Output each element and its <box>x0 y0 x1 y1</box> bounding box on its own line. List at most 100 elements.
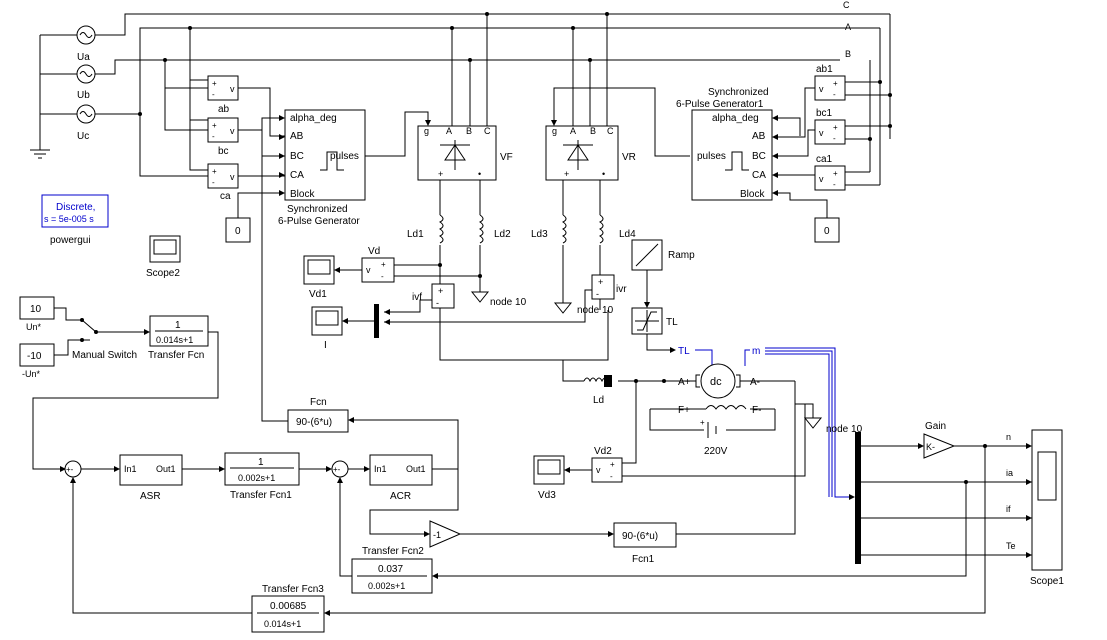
sensor-ivr[interactable]: + - ivr <box>591 274 627 300</box>
transfer-fcn1[interactable]: 1 0.002s+1 Transfer Fcn1 <box>224 452 300 501</box>
inductor-ld4[interactable]: Ld4 <box>599 180 636 275</box>
voltmeter-vd2-label: Vd2 <box>594 446 612 457</box>
block-ramp[interactable]: Ramp <box>631 239 695 271</box>
pulse-generator-right-title1: Synchronized <box>708 87 769 98</box>
out-ia-label: ia <box>1006 468 1013 478</box>
a-plus-label: A+ <box>678 377 691 388</box>
svg-text:Vd3: Vd3 <box>538 490 556 501</box>
voltmeter-bc[interactable]: + - v bc <box>207 117 239 157</box>
voltmeter-bc1[interactable]: v + - bc1 <box>814 108 846 145</box>
gain-block[interactable]: K- Gain <box>923 421 956 459</box>
block-asr[interactable]: In1 Out1 ASR <box>119 454 183 502</box>
svg-text:Block: Block <box>290 189 315 200</box>
source-ub-label: Ub <box>77 90 90 101</box>
node10-b: node 10 <box>553 295 614 316</box>
pulse-generator-left-title2: 6-Pulse Generator <box>278 216 360 227</box>
svg-text:I: I <box>324 340 327 351</box>
scope-scope2[interactable]: Scope2 <box>146 235 181 279</box>
bridge-vr-label: VR <box>622 152 636 163</box>
voltmeter-ab1[interactable]: v + - ab1 <box>814 64 846 101</box>
bridge-vr[interactable]: g A B C + • VR <box>545 125 636 181</box>
svg-text:+-: +- <box>66 465 74 474</box>
sum-current[interactable]: +- <box>331 460 349 478</box>
f-plus-label: F+ <box>678 405 690 416</box>
transfer-fcn2[interactable]: 0.037 0.002s+1 Transfer Fcn2 <box>351 546 433 594</box>
source-uc[interactable]: Uc <box>76 104 96 142</box>
f-minus-label: F- <box>752 405 761 416</box>
mux-i <box>374 304 379 338</box>
svg-text:AB: AB <box>290 131 304 142</box>
svg-text:node 10: node 10 <box>577 305 614 316</box>
svg-text:0.002s+1: 0.002s+1 <box>368 581 405 591</box>
svg-text:-: - <box>610 472 613 481</box>
source-ua[interactable]: Ua <box>76 25 96 63</box>
svg-text:+: + <box>212 121 217 130</box>
svg-text:+: + <box>610 460 615 469</box>
pulse-generator-left[interactable]: alpha_deg AB BC CA Block pulses Synchron… <box>278 109 366 227</box>
voltmeter-ca-label: ca <box>220 191 231 202</box>
field-winding[interactable]: F+ F- <box>650 405 775 416</box>
powergui-block[interactable]: Discrete, s = 5e-005 s powergui <box>41 194 109 246</box>
inductor-ld3[interactable]: Ld3 <box>531 180 567 295</box>
scope-vd3[interactable]: Vd3 <box>533 455 565 501</box>
un-neg-label: -Un* <box>22 369 41 379</box>
block-fcn[interactable]: 90-(6*u) Fcn <box>287 397 349 433</box>
svg-text:dc: dc <box>710 376 722 388</box>
block-asr-label: ASR <box>140 491 161 502</box>
scope-vd1[interactable]: Vd1 <box>303 255 335 300</box>
svg-text:Scope2: Scope2 <box>146 268 180 279</box>
svg-text:B: B <box>466 126 472 136</box>
svg-text:-1: -1 <box>433 530 441 540</box>
sensor-ivf-label: ivf <box>412 292 422 303</box>
dc-motor[interactable]: dc A+ A- <box>678 363 760 399</box>
svg-text:0: 0 <box>235 226 241 237</box>
voltmeter-vd2[interactable]: v + - Vd2 <box>591 446 623 483</box>
svg-text:A: A <box>446 126 452 136</box>
svg-text:In1: In1 <box>124 464 137 474</box>
block-acr[interactable]: In1 Out1 ACR <box>369 454 433 502</box>
const-zero-right[interactable]: 0 <box>814 217 840 243</box>
phase-c-label: C <box>843 0 850 10</box>
source-ub[interactable]: Ub <box>76 64 96 101</box>
svg-text:•: • <box>602 169 605 179</box>
voltmeter-ab[interactable]: + - v ab <box>207 75 239 115</box>
tl-port-label: TL <box>678 346 690 357</box>
sum-speed[interactable]: +- <box>64 460 82 478</box>
inductor-ld1[interactable]: Ld1 <box>407 180 444 265</box>
voltmeter-ca1[interactable]: v + - ca1 <box>814 154 846 191</box>
bridge-vf[interactable]: g A B C + • VF <box>417 125 513 181</box>
svg-text:0.037: 0.037 <box>378 564 403 575</box>
svg-text:+: + <box>833 169 838 178</box>
voltmeter-ab1-label: ab1 <box>816 64 833 75</box>
svg-text:v: v <box>230 84 235 94</box>
inductor-ld2[interactable]: Ld2 <box>479 180 511 280</box>
svg-text:Ld3: Ld3 <box>531 229 548 240</box>
svg-text:A: A <box>570 126 576 136</box>
const-un-pos[interactable]: 10 Un* <box>19 296 55 332</box>
svg-text:Ld2: Ld2 <box>494 229 511 240</box>
transfer-fcn[interactable]: 1 0.014s+1 Transfer Fcn <box>148 315 209 361</box>
svg-text:+-: +- <box>333 465 341 474</box>
svg-text:In1: In1 <box>374 464 387 474</box>
gain-neg1[interactable]: -1 <box>429 520 462 548</box>
pulse-generator-right[interactable]: alpha_deg AB BC CA Block pulses Synchron… <box>676 87 773 201</box>
const-un-neg[interactable]: -10 -Un* <box>19 343 55 379</box>
svg-text:+: + <box>212 79 217 88</box>
block-tl-saturation[interactable]: TL <box>631 307 678 335</box>
svg-text:v: v <box>819 84 824 94</box>
block-fcn1[interactable]: 90-(6*u) Fcn1 <box>613 522 677 565</box>
const-zero-left[interactable]: 0 <box>225 217 251 243</box>
inductor-ld[interactable]: Ld <box>562 360 664 406</box>
transfer-fcn3[interactable]: 0.00685 0.014s+1 Transfer Fcn3 <box>251 584 325 633</box>
svg-text:1: 1 <box>258 457 264 468</box>
voltmeter-ab-label: ab <box>218 104 230 115</box>
svg-text:CA: CA <box>752 170 766 181</box>
scope-scope1[interactable]: Scope1 <box>1030 429 1064 587</box>
manual-switch[interactable]: Manual Switch <box>54 307 137 361</box>
voltmeter-ca[interactable]: + - v ca <box>207 163 239 202</box>
sensor-ivf[interactable]: + - ivf <box>412 283 455 309</box>
block-fcn1-label: Fcn1 <box>632 554 655 565</box>
scope-i[interactable]: I <box>311 306 343 351</box>
dc-source-220v[interactable]: + 220V <box>700 418 728 457</box>
voltmeter-vd[interactable]: v + - Vd <box>361 246 395 283</box>
